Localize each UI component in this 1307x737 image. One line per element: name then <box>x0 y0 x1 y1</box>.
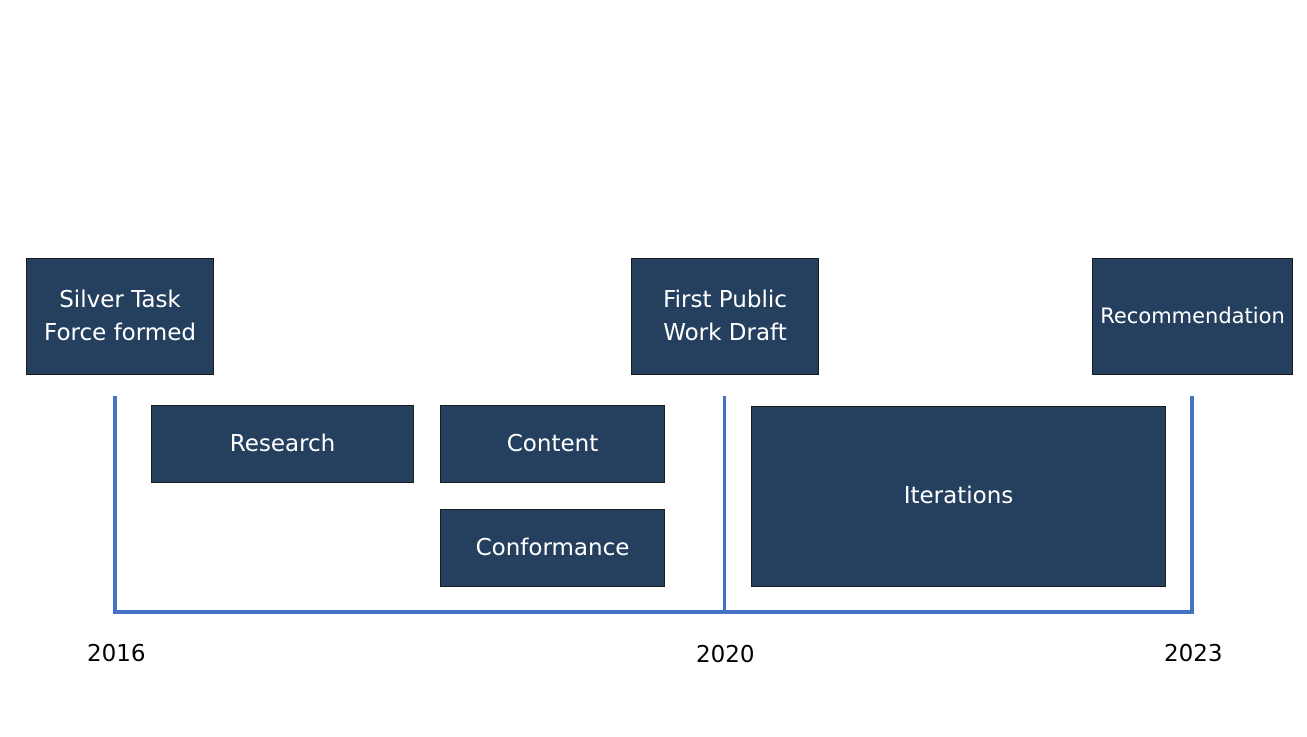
milestone-first-public-draft-label: First Public Work Draft <box>663 286 787 346</box>
phase-iterations-label: Iterations <box>903 483 1014 509</box>
phase-content: Content <box>440 405 665 483</box>
phase-content-label: Content <box>506 430 599 457</box>
phase-conformance: Conformance <box>440 509 665 587</box>
phase-iterations: Iterations <box>751 406 1166 587</box>
timeline-tick-middle <box>723 396 726 614</box>
year-label-end: 2023 <box>1164 641 1223 667</box>
milestone-silver-task-force-label: Silver Task Force formed <box>44 286 196 346</box>
milestone-recommendation: Recommendation <box>1092 258 1293 375</box>
timeline-axis-segment <box>113 610 1194 614</box>
phase-conformance-label: Conformance <box>475 534 630 561</box>
timeline-tick-end <box>1190 396 1194 614</box>
milestone-first-public-draft: First Public Work Draft <box>631 258 819 375</box>
timeline-tick-start <box>113 396 117 614</box>
year-label-start: 2016 <box>87 641 146 667</box>
phase-research-label: Research <box>229 430 336 457</box>
phase-research: Research <box>151 405 414 483</box>
milestone-recommendation-label: Recommendation <box>1100 304 1285 328</box>
milestone-silver-task-force: Silver Task Force formed <box>26 258 214 375</box>
year-label-middle: 2020 <box>696 642 755 668</box>
